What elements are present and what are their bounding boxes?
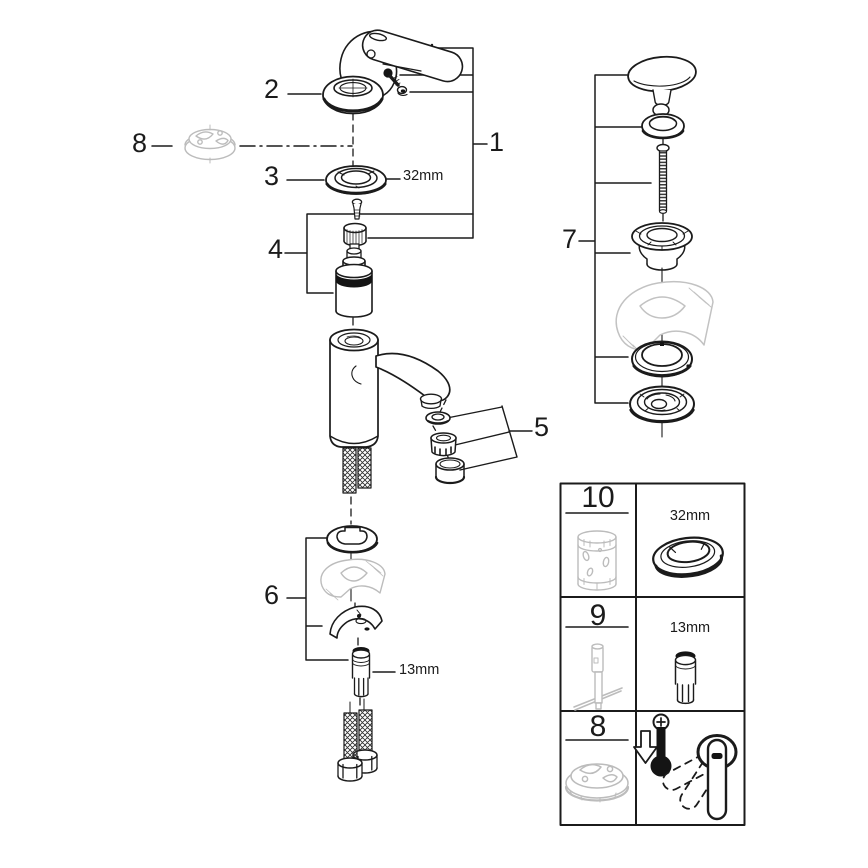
parts-table-grid: [559, 482, 746, 826]
callout-lines-part7: [578, 74, 652, 404]
base-gasket-flange: [326, 525, 379, 554]
callout-6: 6: [264, 580, 280, 610]
callout-7: 7: [562, 224, 578, 254]
callout-4: 4: [268, 234, 284, 264]
table-ref-8: 8: [589, 710, 607, 743]
lever-handle-icon: [662, 734, 738, 821]
callout-lines-part6: [286, 537, 349, 661]
cartridge-part: [335, 243, 373, 318]
handle-screw-cap-part: [396, 85, 408, 97]
drain-seal-ring-upper: [641, 113, 685, 140]
escutcheon-ring-part: [325, 165, 387, 195]
dimension-13mm: 13mm: [399, 662, 440, 678]
temperature-limiter-ring-icon: [564, 763, 630, 803]
cartridge-nut-part: [343, 222, 367, 247]
mounting-socket-tool-icon: [577, 530, 617, 591]
hose-nut-left: [337, 757, 363, 782]
crescent-bracket: [329, 605, 383, 639]
callout-lines-part5: [446, 405, 533, 471]
callout-line-part3: [286, 178, 401, 181]
spout-aerator-end: [419, 393, 443, 409]
drain-upper-flange: [631, 222, 693, 271]
callout-1: 1: [489, 127, 505, 157]
aerator-set-part: [425, 411, 466, 485]
aerator-housing: [434, 457, 466, 485]
supply-hoses-lower-part: [337, 698, 378, 782]
drain-lower-flange: [629, 385, 695, 424]
solid-centerlines: [350, 95, 663, 602]
cartridge-screw-part: [351, 198, 363, 220]
mounting-set-part: [320, 525, 386, 698]
dimension-32mm: 32mm: [403, 168, 444, 184]
callout-lines-part4: [284, 213, 474, 294]
ring-32mm-icon: [652, 536, 724, 578]
supply-hoses-upper-part: [342, 447, 372, 494]
drain-threaded-rod: [656, 143, 670, 214]
drain-stopper: [627, 55, 697, 121]
table-ref-9: 9: [589, 599, 607, 632]
pin-wrench-tool-icon: [573, 643, 623, 711]
aerator-washer: [425, 411, 451, 425]
callout-8: 8: [132, 128, 148, 158]
handle-screw-part: [383, 68, 401, 87]
temperature-limiter-ghost-part: [184, 124, 236, 164]
table-ref-10: 10: [581, 481, 615, 514]
temperature-decrease-icon: [633, 713, 672, 777]
faucet-body-part: [329, 328, 451, 448]
drain-set-part: [615, 55, 714, 424]
callout-2: 2: [264, 74, 280, 104]
dome-cap-part: [322, 75, 384, 115]
callout-5: 5: [534, 412, 550, 442]
callout-3: 3: [264, 161, 280, 191]
table-dim-32mm: 32mm: [669, 508, 711, 524]
mounting-stud-13mm: [351, 647, 371, 698]
stud-13mm-icon: [674, 651, 697, 705]
ghost-wedge-washer: [320, 558, 386, 601]
table-dim-13mm: 13mm: [669, 620, 711, 636]
aerator-insert: [430, 432, 457, 457]
drain-seal-ring-lower: [631, 340, 693, 378]
